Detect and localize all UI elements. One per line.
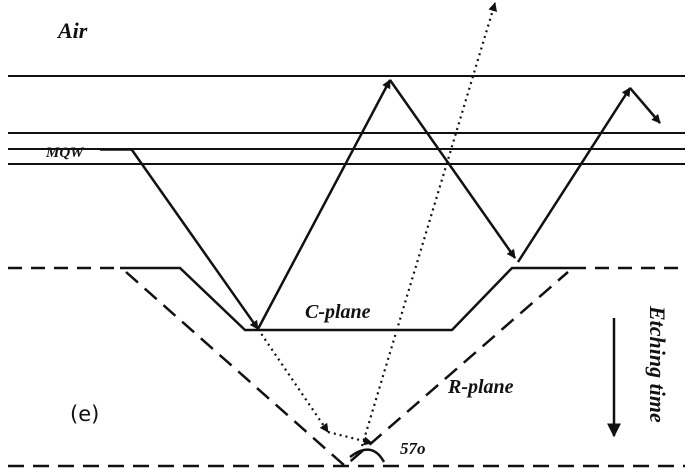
angle-arc	[349, 448, 386, 463]
c-plane-label: C-plane	[305, 301, 371, 323]
ray-1	[130, 149, 260, 330]
panel-label: (e)	[70, 402, 100, 426]
c-plane-trapezoid	[120, 266, 572, 332]
dotted-ray-1	[257, 328, 329, 433]
air-label: Air	[58, 18, 88, 43]
r-plane-label: R-plane	[448, 376, 514, 398]
dotted-ray-3	[360, 2, 497, 447]
dotted-ray-2	[327, 430, 373, 446]
ray-5	[629, 87, 661, 124]
ray-3	[388, 79, 517, 259]
angle-label: 57o	[400, 439, 426, 458]
mqw-label: MQW	[46, 145, 84, 161]
r-plane-dashed-v	[125, 271, 569, 468]
etching-time-label: Etching time	[645, 306, 670, 423]
ray-2	[256, 79, 392, 330]
ray-4	[516, 87, 632, 263]
